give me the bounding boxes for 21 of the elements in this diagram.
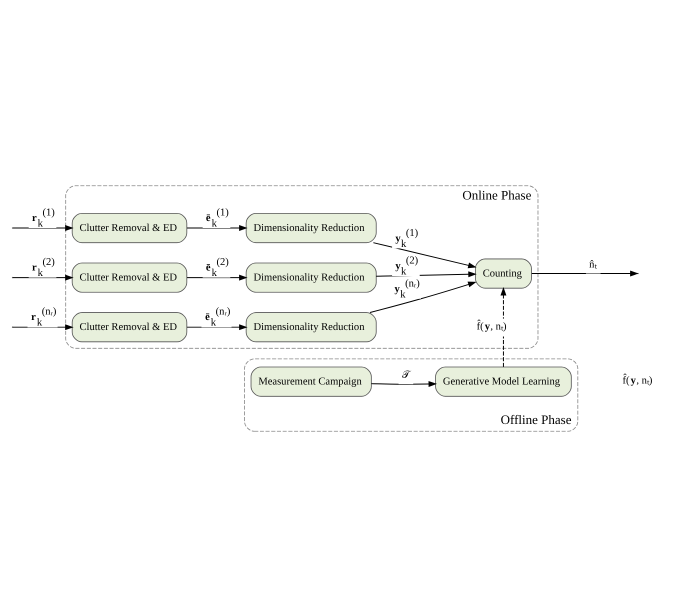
arrow — [186, 274, 248, 280]
arrow — [186, 224, 248, 230]
node-box: Clutter Removal & ED — [72, 262, 188, 292]
node-box: Dimensionality Reduction — [246, 212, 377, 243]
node-box: Clutter Removal & ED — [72, 312, 188, 342]
arrow — [186, 324, 248, 330]
node-box: Counting — [474, 258, 532, 288]
edge-label: f̂(y, nₜ) — [476, 321, 506, 332]
arrow — [12, 274, 74, 280]
node-box: Clutter Removal & ED — [72, 212, 188, 243]
label: f̂(y, nₜ) — [622, 375, 652, 386]
node-box: Dimensionality Reduction — [246, 312, 377, 342]
arrow — [12, 224, 74, 230]
arrow — [372, 242, 477, 268]
node-box: Measurement Campaign — [250, 366, 372, 396]
arrow — [12, 324, 74, 330]
edge-label: 𝒯 — [402, 369, 410, 380]
node-box: Dimensionality Reduction — [246, 262, 377, 292]
edge-label: n̂ₜ — [589, 258, 596, 270]
arrow — [370, 380, 438, 386]
node-box: Generative Model Learning — [435, 366, 572, 396]
